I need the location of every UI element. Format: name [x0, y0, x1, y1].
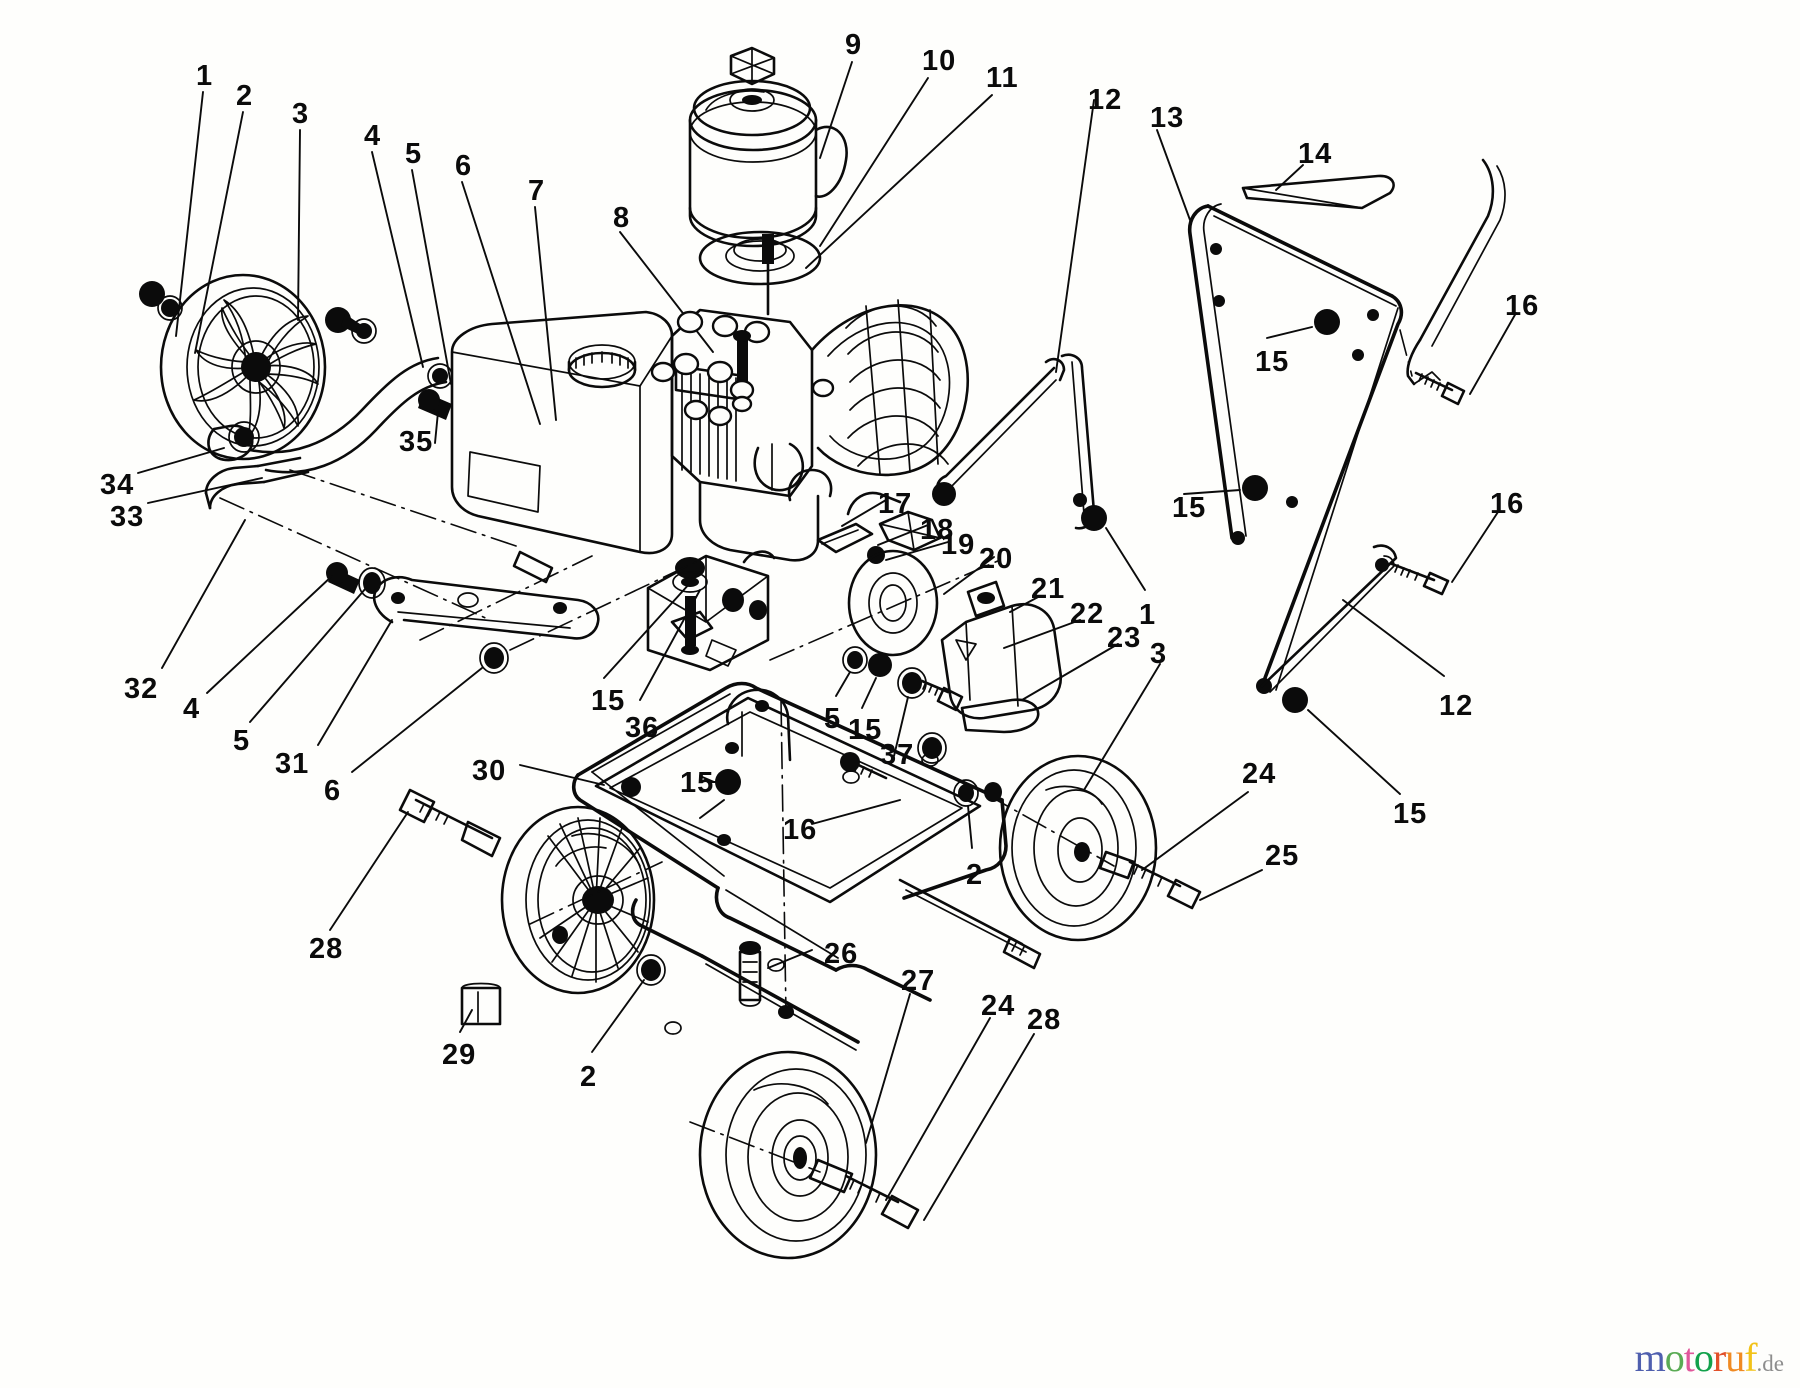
callout-25: 25: [1265, 840, 1300, 872]
callout-15-engine: 15: [591, 685, 626, 717]
watermark-letter-f: f: [1744, 1335, 1757, 1380]
watermark-letter-o1: o: [1664, 1335, 1685, 1380]
callout-6: 6: [455, 150, 473, 182]
callout-19: 19: [941, 529, 976, 561]
callout-8: 8: [613, 202, 631, 234]
motoruf-watermark: motoruf.de: [1635, 1338, 1784, 1378]
callout-10: 10: [922, 45, 957, 77]
callout-16-deck: 16: [783, 814, 818, 846]
callout-9: 9: [845, 29, 863, 61]
callout-29: 29: [442, 1039, 477, 1071]
engine-lower-mount: [603, 550, 776, 701]
lower-left-link-bar: [206, 469, 701, 773]
front-wheel-assembly: [139, 273, 453, 462]
callout-36: 36: [625, 712, 660, 744]
leader-lines-top-left: [175, 91, 714, 425]
callout-12-right: 12: [1439, 690, 1474, 722]
callout-17: 17: [878, 488, 913, 520]
watermark-letter-r: r: [1712, 1335, 1726, 1380]
callout-15-deck: 15: [680, 767, 715, 799]
callout-11: 11: [986, 62, 1019, 94]
callout-28-bottom: 28: [1027, 1004, 1062, 1036]
chassis-frame: [519, 681, 1042, 1051]
callout-34: 34: [100, 469, 135, 501]
callout-2-rear: 2: [966, 859, 984, 891]
callout-5: 5: [405, 138, 423, 170]
callout-12: 12: [1088, 84, 1123, 116]
watermark-letter-o2: o: [1693, 1335, 1714, 1380]
callout-37: 37: [880, 739, 915, 771]
bolt-26: [738, 941, 813, 1007]
right-pivot-arm: [1060, 353, 1146, 591]
callout-28-front: 28: [309, 933, 344, 965]
watermark-suffix: .de: [1756, 1351, 1784, 1376]
left-front-wheel: [329, 788, 666, 1053]
callout-33: 33: [110, 501, 145, 533]
callout-30: 30: [472, 755, 507, 787]
callout-1: 1: [196, 60, 214, 92]
callout-14: 14: [1298, 138, 1333, 170]
callout-22: 22: [1070, 598, 1105, 630]
upper-handle-tube: [1399, 158, 1517, 406]
callout-24-bottom: 24: [981, 990, 1016, 1022]
bottom-center-wheel: [689, 993, 1035, 1260]
callout-23: 23: [1107, 622, 1142, 654]
engine-and-tank: [450, 254, 969, 562]
callout-24-rear: 24: [1242, 758, 1277, 790]
callout-4: 4: [364, 120, 382, 152]
callout-27: 27: [901, 965, 936, 997]
callout-15-handle-mid: 15: [1172, 492, 1207, 524]
watermark-letter-u: u: [1725, 1335, 1745, 1380]
callout-7: 7: [528, 175, 546, 207]
callout-35: 35: [399, 426, 434, 458]
callout-26: 26: [824, 938, 859, 970]
callout-6-lower: 6: [324, 775, 342, 807]
right-rear-wheel: [984, 663, 1263, 942]
callout-15-lower-right: 15: [1393, 798, 1428, 830]
callout-13: 13: [1150, 102, 1185, 134]
callout-20: 20: [979, 543, 1014, 575]
callout-16-lower-right: 16: [1490, 488, 1525, 520]
callout-5-bracket: 5: [824, 703, 842, 735]
callout-3: 3: [292, 98, 310, 130]
front-axle-arm: [137, 356, 452, 669]
chassis-fastener-row: [840, 752, 979, 849]
callout-5-lower: 5: [233, 725, 251, 757]
lower-handle-rod: [1260, 511, 1499, 693]
callout-16-upper-right: 16: [1505, 290, 1540, 322]
callout-2: 2: [236, 80, 254, 112]
callout-21: 21: [1031, 573, 1066, 605]
callout-1-right: 1: [1139, 599, 1157, 631]
misc-fasteners: [552, 732, 947, 944]
air-cleaner-assembly: [688, 46, 993, 286]
callout-4-lower: 4: [183, 693, 201, 725]
handle-frame: [1156, 129, 1404, 795]
idler-pulley-bracket: [769, 549, 1119, 757]
control-rod-left: [932, 99, 1095, 506]
callout-32: 32: [124, 673, 159, 705]
callout-15-handle-upper: 15: [1255, 346, 1290, 378]
callout-31: 31: [275, 748, 310, 780]
callout-3-rear-wheel: 3: [1150, 638, 1168, 670]
callout-15-bracket: 15: [848, 714, 883, 746]
callout-2-front: 2: [580, 1061, 598, 1093]
watermark-letter-m: m: [1634, 1335, 1666, 1380]
callout-18: 18: [920, 514, 955, 546]
watermark-letter-t: t: [1683, 1335, 1695, 1380]
